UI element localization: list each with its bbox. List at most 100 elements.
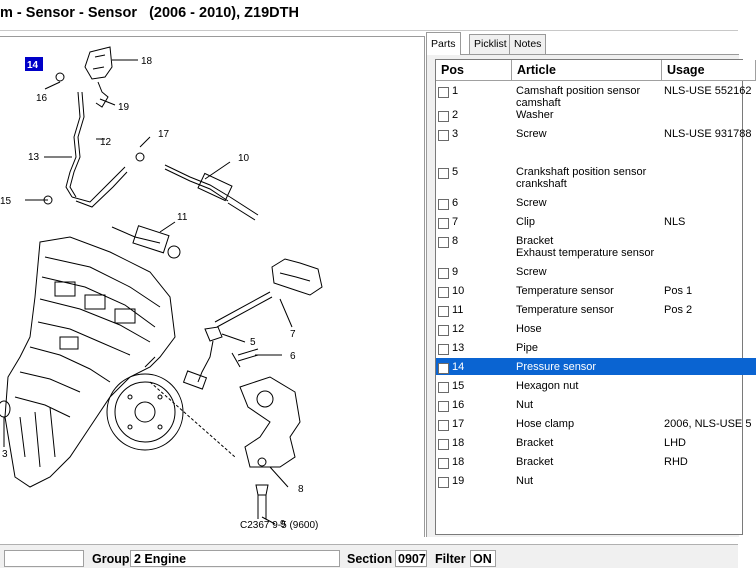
table-row[interactable]: 15 Hexagon nut — [436, 377, 756, 396]
callout-label: 10 — [238, 153, 250, 164]
group-label: Group — [92, 552, 130, 566]
table-row[interactable]: 14 Pressure sensor — [436, 358, 756, 375]
table-row[interactable]: 18 Bracket LHD — [436, 434, 756, 453]
row-checkbox[interactable] — [438, 420, 449, 431]
cell-article: Pipe — [516, 342, 539, 354]
row-checkbox[interactable] — [438, 130, 449, 141]
cell-pos: 14 — [452, 361, 465, 373]
filter-value: ON — [473, 552, 492, 566]
cell-pos: 12 — [452, 323, 465, 335]
cell-pos: 18 — [452, 437, 465, 449]
cell-article: Hose — [516, 323, 542, 335]
tab-parts[interactable]: Parts — [426, 32, 461, 55]
cell-article: Nut — [516, 399, 534, 411]
group-value: 2 Engine — [134, 552, 187, 566]
row-checkbox[interactable] — [438, 363, 449, 374]
column-header-article[interactable]: Article — [512, 60, 662, 80]
row-checkbox[interactable] — [438, 199, 449, 210]
row-checkbox[interactable] — [438, 344, 449, 355]
callout-label: 3 — [2, 449, 8, 460]
cell-pos: 3 — [452, 128, 459, 140]
row-checkbox[interactable] — [438, 87, 449, 98]
cell-article: Temperature sensor — [516, 304, 614, 316]
cell-pos: 18 — [452, 456, 465, 468]
cell-article: Bracket — [516, 437, 554, 449]
tab-notes[interactable]: Notes — [509, 34, 547, 54]
cell-usage: 2006, NLS-USE 5 — [664, 418, 752, 430]
table-header: Pos Article Usage — [436, 60, 756, 81]
cell-pos: 11 — [452, 304, 464, 316]
window-title-bar: m - Sensor - Sensor (2006 - 2010), Z19DT… — [0, 0, 738, 31]
section-field — [395, 550, 427, 567]
row-checkbox[interactable] — [438, 287, 449, 298]
group-field — [130, 550, 340, 567]
cell-pos: 9 — [452, 266, 459, 278]
column-header-usage[interactable]: Usage — [662, 60, 756, 80]
filter-label: Filter — [435, 552, 466, 566]
cell-article: Pressure sensor — [516, 361, 597, 373]
row-checkbox[interactable] — [438, 218, 449, 229]
cell-pos: 5 — [452, 166, 459, 178]
row-checkbox[interactable] — [438, 477, 449, 488]
cell-article: Hexagon nut — [516, 380, 579, 392]
row-checkbox[interactable] — [438, 439, 449, 450]
cell-pos: 10 — [452, 285, 465, 297]
cell-article: Screw — [516, 197, 547, 209]
callout-label: 18 — [141, 56, 153, 67]
cell-pos: 19 — [452, 475, 465, 487]
row-checkbox[interactable] — [438, 237, 449, 248]
cell-usage: LHD — [664, 437, 687, 449]
cell-usage: Pos 2 — [664, 304, 693, 316]
table-row[interactable]: 10 Temperature sensor Pos 1 — [436, 282, 756, 301]
row-checkbox[interactable] — [438, 382, 449, 393]
table-row[interactable]: 11 Temperature sensor Pos 2 — [436, 301, 756, 320]
column-header-pos[interactable]: Pos — [436, 60, 512, 80]
cell-article: Screw — [516, 128, 547, 140]
cell-article: Bracket Exhaust temperature sensor — [516, 235, 655, 259]
exploded-view-drawing: 14 18 16 19 12 17 13 10 15 11 7 5 6 8 9 … — [0, 46, 323, 531]
cell-pos: 2 — [452, 109, 459, 121]
section-value: 0907 — [398, 552, 426, 566]
cell-article: Temperature sensor — [516, 285, 614, 297]
table-row[interactable]: 12 Hose — [436, 320, 756, 339]
status-bar: Group 2 Engine Section 0907 Filter ON — [0, 544, 738, 568]
cell-pos: 6 — [452, 197, 459, 209]
row-checkbox[interactable] — [438, 325, 449, 336]
tab-picklist[interactable]: Picklist — [469, 34, 512, 54]
row-checkbox[interactable] — [438, 168, 449, 179]
row-checkbox[interactable] — [438, 306, 449, 317]
callout-label: 13 — [28, 152, 40, 163]
callout-label: 15 — [0, 196, 12, 207]
callout-label: 11 — [177, 212, 188, 223]
row-checkbox[interactable] — [438, 268, 449, 279]
cell-pos: 15 — [452, 380, 465, 392]
diagram-caption: C2367 9-5 (9600) — [240, 520, 318, 531]
row-checkbox[interactable] — [438, 401, 449, 412]
cell-usage: Pos 1 — [664, 285, 693, 297]
cell-pos: 7 — [452, 216, 459, 228]
callout-label: 17 — [158, 129, 170, 140]
window-title: m - Sensor - Sensor (2006 - 2010), Z19DT… — [0, 5, 299, 21]
row-checkbox[interactable] — [438, 111, 449, 122]
filter-field — [470, 550, 496, 567]
cell-article: Bracket — [516, 456, 554, 468]
table-row[interactable]: 6 Screw — [436, 194, 756, 213]
section-label: Section — [347, 552, 393, 566]
callout-label: 14 — [27, 60, 39, 71]
cell-pos: 17 — [452, 418, 465, 430]
row-checkbox[interactable] — [438, 458, 449, 469]
